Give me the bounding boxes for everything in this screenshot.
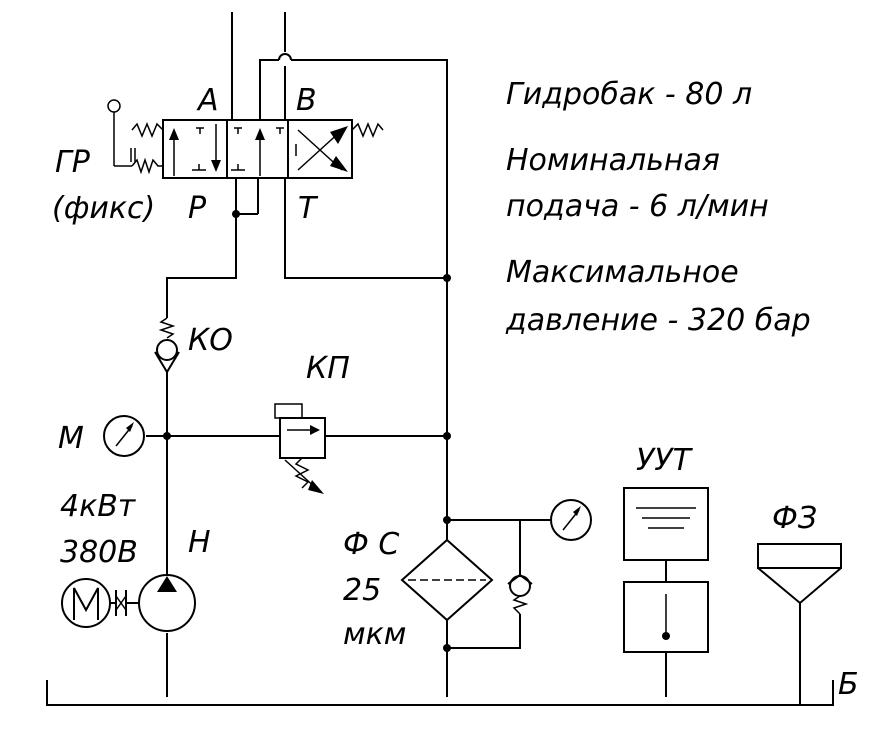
label-uut: УУТ (636, 443, 694, 478)
label-m: М (58, 421, 84, 456)
spec-tank: Гидробак - 80 л (506, 77, 752, 112)
motor (61, 578, 127, 628)
label-port-t: T (298, 191, 319, 226)
pump-h (126, 574, 196, 632)
label-port-a: A (196, 83, 219, 118)
junction-dots (163, 210, 451, 652)
label-gr: ГР (55, 145, 91, 180)
spec-pressure-1: Максимальное (506, 255, 739, 290)
label-gr-fix: (фикс) (52, 191, 155, 226)
label-fs-25: 25 (343, 573, 381, 608)
pressure-gauge-filter (550, 499, 592, 541)
label-port-b: B (296, 83, 317, 118)
label-kp: КП (306, 351, 350, 386)
label-power-v: 380В (60, 535, 138, 570)
pressure-gauge-m (103, 415, 145, 457)
label-b: Б (838, 667, 859, 702)
fill-filter-fz (757, 543, 842, 605)
spec-flow-1: Номинальная (506, 143, 720, 178)
label-fs-mkm: мкм (343, 617, 406, 652)
spec-flow-2: подача - 6 л/мин (506, 189, 769, 224)
labels: A B P T ГР (фикс) КО КП М 4кВт 380В Н Ф … (52, 83, 859, 702)
check-valve-ko (154, 317, 180, 374)
label-h: Н (188, 525, 211, 560)
filter-fs (400, 538, 533, 622)
relief-valve-kp (274, 403, 326, 494)
label-power-kw: 4кВт (60, 489, 137, 524)
specifications: Гидробак - 80 л Номинальная подача - 6 л… (505, 77, 811, 338)
label-fs: Ф С (343, 527, 399, 562)
label-ko: КО (188, 323, 233, 358)
spec-pressure-2: давление - 320 бар (505, 303, 811, 338)
level-gauge-uut (623, 487, 709, 653)
label-port-p: P (188, 191, 207, 226)
directional-valve (107, 99, 384, 179)
pipelines (46, 12, 834, 706)
label-fz: ФЗ (772, 501, 817, 536)
